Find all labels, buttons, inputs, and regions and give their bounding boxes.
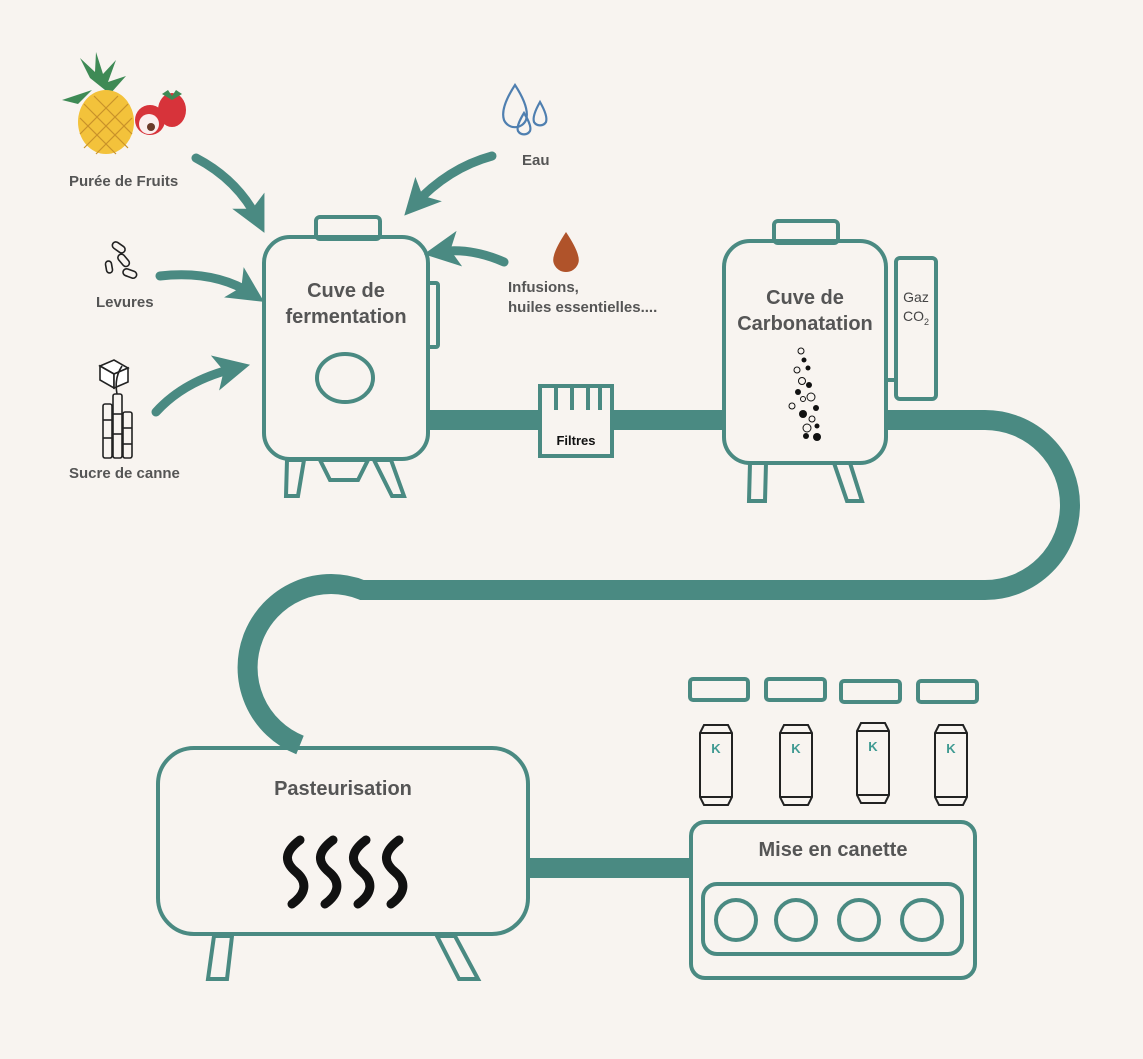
carbonation-tank	[722, 219, 938, 503]
gas-label: Gaz CO2	[896, 288, 936, 332]
fermentation-title: Cuve de fermentation	[264, 278, 428, 330]
can-lid-icon	[688, 677, 750, 702]
gas-subscript: 2	[923, 316, 929, 327]
cans	[699, 722, 968, 806]
can-logo: K	[791, 741, 801, 756]
label-fruits: Purée de Fruits	[69, 173, 179, 190]
fermentation-title-line2: fermentation	[285, 306, 407, 328]
can-icon	[856, 722, 890, 804]
arrow-water	[404, 151, 497, 216]
input-arrows	[151, 151, 509, 417]
water-drops-icon	[502, 82, 548, 136]
gas-co: CO	[902, 308, 924, 324]
can-lids	[688, 677, 979, 704]
gas-label-line2: CO2	[896, 307, 936, 332]
filter-unit	[538, 384, 614, 458]
label-infusions-line2: huiles essentielles....	[508, 299, 658, 316]
can-icon	[779, 724, 813, 806]
pasteurisation-title: Pasteurisation	[274, 778, 412, 800]
carbonation-title: Cuve de Carbonatation	[724, 285, 886, 337]
canning-machine	[689, 820, 977, 980]
yeast-icon	[104, 241, 138, 279]
can-logo: K	[868, 739, 878, 754]
pasteurisation-unit	[156, 746, 530, 981]
label-yeast: Levures	[96, 294, 154, 311]
label-water: Eau	[522, 152, 550, 169]
sugar-cane-icon	[102, 365, 133, 459]
can-logo: K	[946, 741, 956, 756]
arrow-sugar	[151, 355, 251, 417]
can-logos: K K K K	[711, 739, 956, 756]
gas-cylinder	[894, 256, 938, 401]
oil-drop-icon	[553, 232, 579, 272]
fermentation-title-line1: Cuve de	[307, 280, 385, 302]
can-lid-icon	[839, 679, 902, 704]
can-icon	[934, 724, 968, 806]
heat-waves-icon	[283, 835, 408, 909]
arrow-infusions	[423, 230, 509, 267]
pineapple-icon	[62, 52, 134, 155]
raspberry-icon	[158, 90, 186, 127]
sugar-cube-icon	[98, 359, 130, 390]
lychee-icon	[135, 105, 165, 135]
label-infusions: Infusions, huiles essentielles....	[508, 278, 657, 318]
fermentation-tank	[262, 215, 440, 498]
filter-label: Filtres	[556, 433, 596, 448]
can-lid-icon	[916, 679, 979, 704]
can-icon	[699, 724, 733, 806]
label-sugar: Sucre de canne	[69, 465, 180, 482]
arrow-yeast	[155, 267, 265, 302]
pipes	[237, 410, 1080, 878]
canning-title: Mise en canette	[758, 839, 908, 861]
arrow-fruits	[191, 153, 265, 233]
can-lid-icon	[764, 677, 827, 702]
gas-label-line1: Gaz	[903, 289, 929, 305]
carbonation-title-line2: Carbonatation	[737, 313, 873, 335]
carbonation-title-line1: Cuve de	[766, 287, 844, 309]
can-logo: K	[711, 741, 721, 756]
label-infusions-line1: Infusions,	[508, 279, 579, 296]
bubbles-icon	[788, 347, 821, 441]
